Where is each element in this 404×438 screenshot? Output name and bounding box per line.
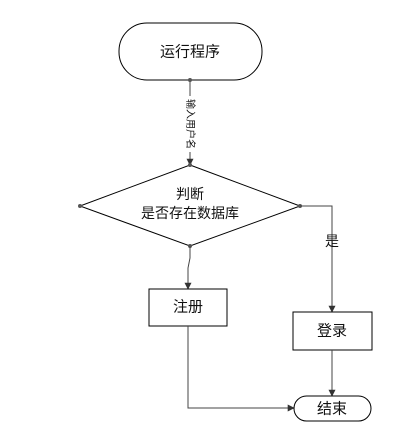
register-edge xyxy=(184,246,192,290)
input-edge: 输入用户名 xyxy=(183,78,197,166)
yes-edge: 是 xyxy=(300,205,339,313)
end-node: 结束 xyxy=(293,395,372,422)
decision-node: 判断 是否存在数据库 xyxy=(78,163,302,248)
decision-label-line2: 是否存在数据库 xyxy=(141,206,239,222)
input-edge-label-bg xyxy=(183,96,197,152)
yes-edge-line xyxy=(300,205,336,313)
register-to-end-line xyxy=(187,326,295,412)
input-edge-label: 输入用户名 xyxy=(184,99,197,149)
start-node-label: 运行程序 xyxy=(160,43,220,61)
login-node-shape xyxy=(292,311,373,351)
start-node: 运行程序 xyxy=(118,22,263,81)
input-edge-start-dot xyxy=(188,78,192,82)
register-node-shape xyxy=(148,288,228,327)
decision-top-dot xyxy=(188,163,192,167)
register-node: 注册 xyxy=(148,288,228,327)
login-node-label: 登录 xyxy=(317,322,347,340)
decision-label-line1: 判断 xyxy=(176,187,204,203)
end-node-label: 结束 xyxy=(317,400,347,418)
login-node: 登录 xyxy=(292,311,373,351)
decision-left-dot xyxy=(78,204,82,208)
register-node-label: 注册 xyxy=(173,298,203,316)
register-to-end-edge xyxy=(187,326,295,412)
register-edge-line xyxy=(184,246,192,290)
end-node-shape xyxy=(293,395,372,422)
yes-edge-label: 是 xyxy=(325,234,339,250)
